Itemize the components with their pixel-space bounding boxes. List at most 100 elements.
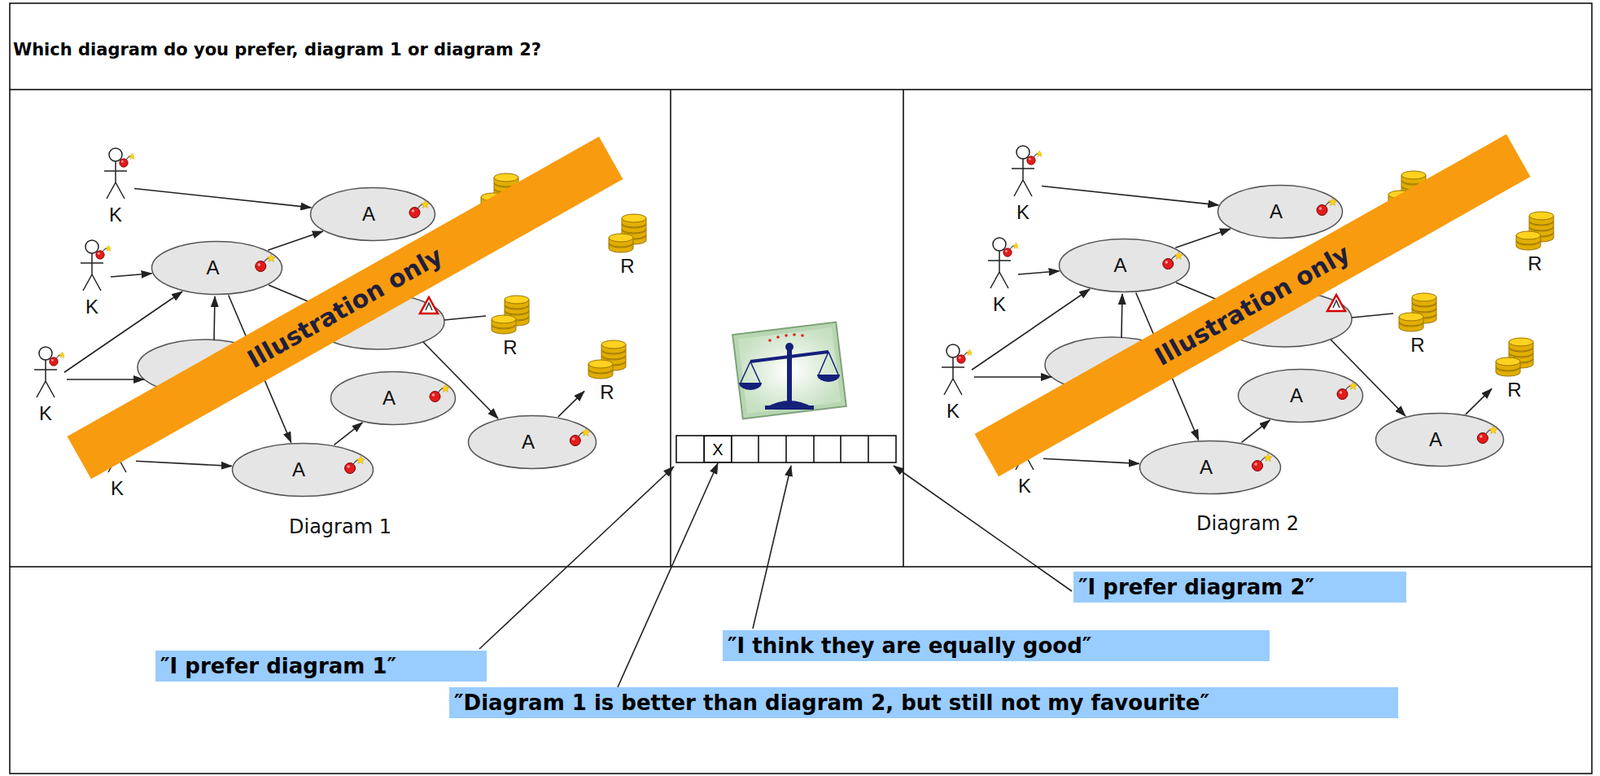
actor-node: K [980, 236, 1019, 316]
answer-callout: ″I think they are equally good″ [722, 629, 1270, 661]
use-case-label: A [205, 256, 228, 280]
actor-figure [980, 236, 1019, 293]
actor-figure [96, 146, 135, 204]
panel-caption: Diagram 1 [288, 515, 392, 538]
table-rule [9, 565, 1592, 568]
scale-strings [818, 351, 839, 375]
bomb-icon [1477, 425, 1498, 444]
scale-strings [740, 361, 761, 383]
ellipse-shape [1218, 185, 1343, 239]
ellipse-shape [232, 443, 374, 497]
table-rule [9, 88, 1592, 91]
scale-base [765, 405, 814, 410]
bomb-icon [345, 455, 366, 474]
resource-label: R [599, 380, 614, 403]
actor-body [105, 434, 129, 473]
ellipse-shape [1140, 441, 1281, 494]
question-title: Which diagram do you prefer, diagram 1 o… [13, 39, 542, 60]
bomb-icon [1316, 197, 1338, 216]
coins-figure [584, 333, 630, 381]
bomb-icon [1027, 150, 1042, 165]
form-border [9, 3, 1592, 774]
scale-pan [738, 382, 762, 390]
label-holder: K [980, 292, 1019, 316]
leader-arrow [893, 465, 1072, 591]
bomb-icon [1162, 251, 1184, 270]
resource-label: R [1527, 252, 1542, 275]
connector-arrow [1465, 388, 1492, 414]
answer-callout: ″I prefer diagram 1″ [155, 650, 487, 682]
rating-divider [867, 435, 870, 463]
label-holder: K [73, 295, 111, 319]
actor-node: K [934, 342, 972, 423]
answer-callout: ″I prefer diagram 2″ [1073, 571, 1407, 603]
diagram-panel: Diagram 2KARKARIllustration onlyKRAAKA [903, 89, 1592, 567]
use-case-node: A [1057, 237, 1191, 293]
coins-icon [1516, 211, 1554, 250]
bomb-icon [96, 244, 111, 259]
bomb-icon [1003, 242, 1019, 257]
connector-arrow [134, 187, 311, 207]
coins-figure [604, 207, 651, 255]
bomb-icon [255, 253, 276, 272]
actor-head [1016, 145, 1030, 159]
bomb-icon [957, 349, 972, 363]
use-case-node: A [1216, 183, 1344, 240]
actor-figure [73, 238, 111, 296]
rating-divider [813, 435, 815, 463]
use-case-node: A [1138, 439, 1282, 495]
actor-head [109, 148, 123, 162]
answer-callout: ″Diagram 1 is better than diagram 2, but… [449, 686, 1399, 718]
actor-head [946, 344, 960, 358]
ellipse-shape [331, 371, 456, 425]
use-case-node: A [329, 370, 457, 426]
actor-body [1013, 432, 1037, 470]
motion-dot [768, 338, 772, 342]
use-case-label: A [1199, 455, 1221, 479]
label-holder: K [934, 399, 972, 423]
resource-node: R [584, 333, 630, 404]
use-case-label: A [1289, 384, 1312, 407]
card-frame [732, 322, 847, 420]
actor-node: K [96, 146, 135, 227]
actor-label: K [1018, 474, 1032, 497]
actor-node: K [1004, 144, 1042, 224]
hidden-illustration-part [66, 173, 519, 419]
hidden-illustration-part [974, 170, 1426, 416]
resource-node: R [487, 288, 534, 359]
use-case-label: A [362, 202, 384, 226]
resource-label: R [502, 336, 517, 359]
caption-holder: Diagram 2 [903, 511, 1592, 536]
label-holder: R [487, 336, 534, 359]
panel-caption: Diagram 2 [1196, 511, 1299, 535]
answer-text: ″Diagram 1 is better than diagram 2, but… [449, 686, 1215, 718]
coins-icon [1398, 292, 1437, 332]
resource-label: R [1507, 378, 1522, 401]
leader-arrow [752, 465, 792, 629]
use-case-label: A [382, 386, 404, 410]
rating-divider [785, 435, 787, 463]
label-holder: K [98, 476, 136, 500]
ellipse-shape [152, 241, 283, 295]
connector-arrow [267, 231, 323, 250]
resource-label: R [1410, 333, 1425, 356]
bomb-icon [1028, 424, 1044, 438]
rating-scale [676, 435, 897, 463]
use-case-label: A [292, 458, 314, 481]
actor-head [1018, 419, 1032, 433]
actor-label: K [992, 292, 1006, 315]
use-case-node: A [467, 414, 598, 470]
balance-card [732, 322, 847, 420]
use-case-node: A [1374, 411, 1505, 468]
rating-divider [757, 435, 760, 463]
label-holder: K [1004, 201, 1042, 224]
answer-text: ″I think they are equally good″ [722, 629, 1097, 661]
use-case-label: A [1429, 428, 1451, 451]
ellipse-shape [468, 415, 597, 469]
coins-figure [1394, 286, 1441, 334]
caption-holder: Diagram 1 [9, 514, 671, 539]
motion-dot [776, 335, 780, 339]
coins-figure [487, 288, 534, 337]
label-holder: R [1394, 333, 1441, 357]
